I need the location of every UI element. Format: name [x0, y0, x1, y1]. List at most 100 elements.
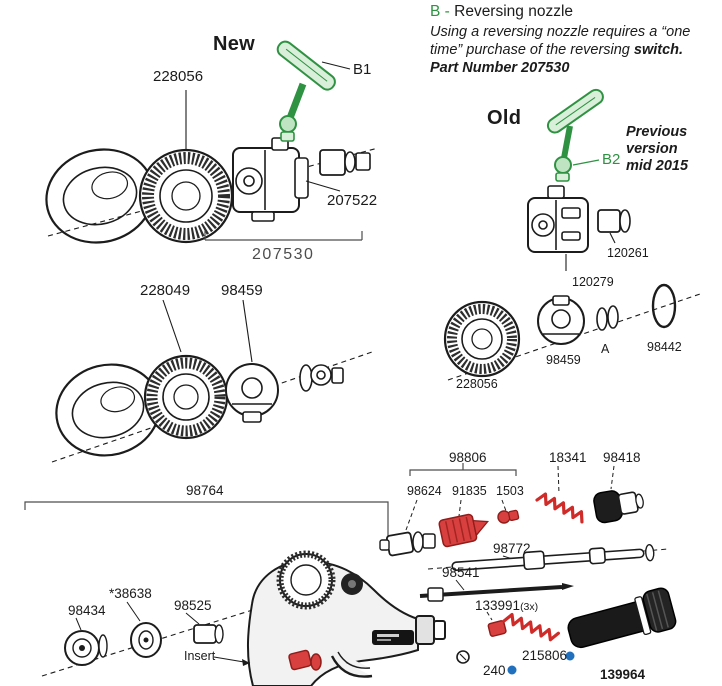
- bracket-207530: [204, 231, 363, 241]
- label-insert: Insert: [184, 649, 216, 663]
- note-body: Using a reversing nozzle requires a “one…: [430, 23, 712, 59]
- trigger: [330, 655, 373, 678]
- label-38638: *38638: [109, 586, 152, 601]
- guard-assembly-228049: [51, 299, 373, 463]
- tip-cylinder-120261: [597, 209, 631, 233]
- leader-b1: [321, 61, 351, 70]
- label-98772: 98772: [493, 541, 531, 556]
- note-part-number: Part Number 207530: [430, 60, 570, 76]
- screw-240: [456, 650, 470, 664]
- leader-38638: [126, 601, 141, 622]
- leader-98525: [185, 612, 200, 625]
- fitting-98624: [379, 531, 436, 557]
- blue-dot-240: [507, 665, 517, 675]
- note-body-bold: switch.: [633, 42, 684, 58]
- valve-98418: [593, 490, 644, 524]
- tip-1503-red: [497, 509, 520, 524]
- label-98624: 98624: [407, 484, 442, 498]
- nut-98525: [193, 624, 224, 644]
- label-98541: 98541: [442, 565, 480, 580]
- label-1503: 1503: [496, 484, 524, 498]
- gun-model-badge: [372, 630, 414, 645]
- o-ring-98442: [651, 283, 677, 329]
- label-139964: 139964: [600, 667, 646, 682]
- tip-seat-98459-old: [537, 295, 585, 345]
- bracket-98806: [409, 463, 517, 476]
- leader-18341: [557, 465, 560, 495]
- label-215806: 215806: [522, 648, 568, 663]
- note-heading: B - Reversing nozzle: [430, 3, 712, 21]
- label-a: A: [601, 342, 610, 356]
- new-heading: New: [213, 33, 256, 55]
- label-228056-new: 228056: [153, 68, 204, 85]
- rod-98541: [419, 583, 574, 602]
- spring-215806-red: [502, 612, 560, 642]
- leader-120261: [609, 232, 616, 244]
- label-228049: 228049: [140, 282, 191, 299]
- label-98764: 98764: [186, 483, 224, 498]
- label-207522: 207522: [327, 192, 378, 209]
- reversing-handle-b1: [276, 40, 336, 142]
- guard-ring-228056-new: [138, 148, 234, 244]
- leader-98624: [405, 499, 418, 531]
- reversing-handle-b2: [546, 88, 604, 182]
- tube-98772: [427, 543, 669, 572]
- note-heading-letter: B -: [430, 3, 455, 20]
- previous-version-note: Previous version mid 2015: [626, 124, 689, 174]
- leader-1503: [501, 499, 507, 512]
- spray-gun-body: [247, 550, 446, 686]
- label-207530: 207530: [252, 246, 315, 263]
- label-133991: 133991(3x): [475, 597, 538, 616]
- label-240: 240: [483, 663, 506, 678]
- label-b1: B1: [353, 61, 372, 78]
- label-133991-number: 133991: [475, 598, 521, 613]
- label-98442: 98442: [647, 340, 682, 354]
- spring-18341-red: [535, 492, 584, 524]
- label-98459-old: 98459: [546, 353, 581, 367]
- gun-assembly: [24, 463, 677, 686]
- bracket-98764: [24, 501, 389, 540]
- guard-ring-228049: [143, 354, 229, 440]
- insert-arrowhead: [242, 659, 250, 666]
- label-98525: 98525: [174, 598, 212, 613]
- leader-98541: [455, 579, 465, 591]
- leader-98434: [75, 617, 82, 631]
- label-18341: 18341: [549, 450, 587, 465]
- note-heading-text: Reversing nozzle: [454, 3, 574, 20]
- label-228056-old: 228056: [456, 377, 498, 391]
- insert-seal-red: [288, 649, 322, 671]
- leader-133991: [486, 611, 493, 621]
- label-133991-count: (3x): [520, 601, 539, 613]
- guard-ring-228056-old: [443, 300, 521, 378]
- label-91835: 91835: [452, 484, 487, 498]
- nozzle-holder-new: [232, 137, 309, 222]
- old-assembly: [443, 88, 701, 381]
- note-body-regular: Using a reversing nozzle requires a “one…: [430, 24, 691, 58]
- barrel-139964: [567, 587, 677, 649]
- leader-91835: [458, 499, 462, 517]
- leader-98418: [610, 465, 615, 490]
- seal-133991-red: [487, 620, 507, 637]
- label-b2: B2: [602, 151, 621, 168]
- tip-seat-98459-new: [225, 363, 279, 423]
- filter-disc-38638: [130, 622, 162, 658]
- washer-stack-a: [596, 305, 619, 331]
- label-98459-new: 98459: [221, 282, 263, 299]
- blue-dot-215806: [565, 651, 575, 661]
- label-98434: 98434: [68, 603, 106, 618]
- nozzle-holder-120279: [527, 185, 589, 253]
- label-98418: 98418: [603, 450, 641, 465]
- leader-98459-new: [242, 299, 253, 363]
- leader-228049: [162, 299, 182, 353]
- label-98806: 98806: [449, 450, 487, 465]
- axis-line: [47, 147, 379, 237]
- filter-cap-98434: [64, 630, 108, 666]
- reversing-nozzle-note: B - Reversing nozzle Using a reversing n…: [430, 3, 712, 76]
- new-assembly: [45, 40, 379, 244]
- seat-washer-stack: [299, 364, 344, 392]
- old-heading: Old: [487, 107, 522, 129]
- tip-cylinder-new: [319, 149, 371, 176]
- leader-b2: [572, 159, 600, 166]
